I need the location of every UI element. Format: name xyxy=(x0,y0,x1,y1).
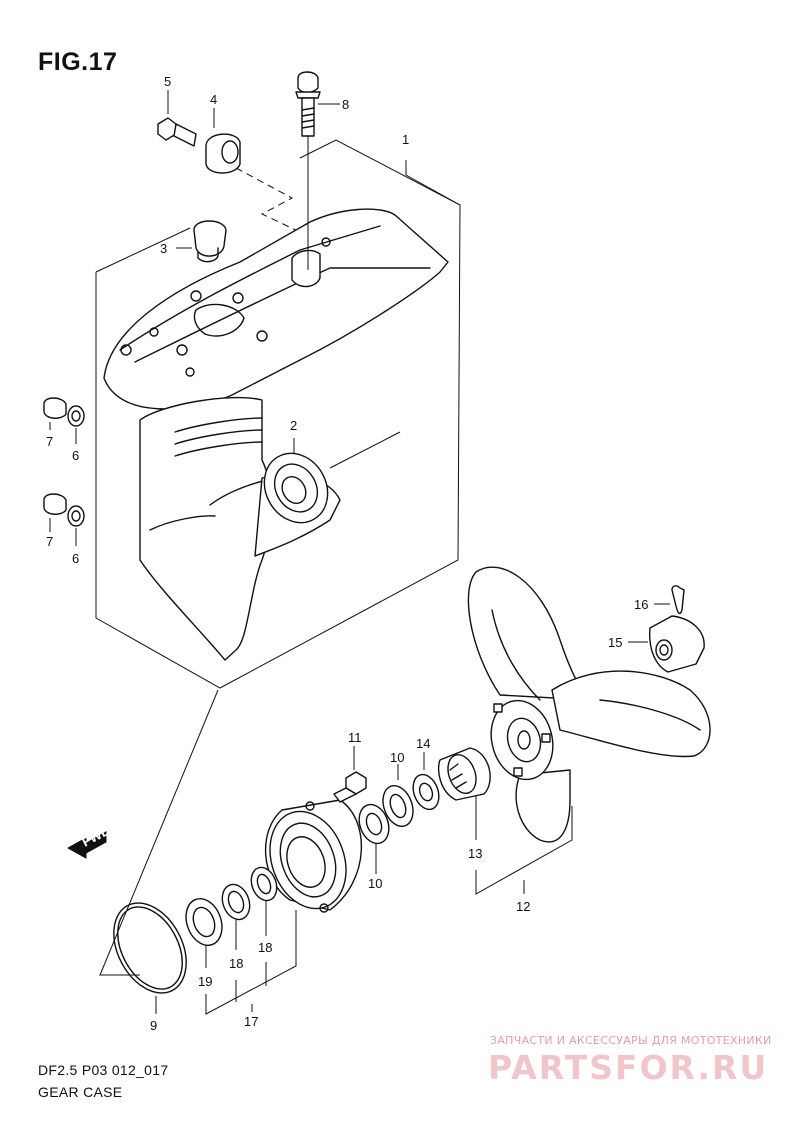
collar-part-4 xyxy=(205,108,241,174)
callout-6-lower: 6 xyxy=(72,551,79,566)
callout-17: 17 xyxy=(244,1014,258,1029)
callout-10-lower: 10 xyxy=(368,876,382,891)
callout-12: 12 xyxy=(516,899,530,914)
callout-7-lower: 7 xyxy=(46,534,53,549)
washer-part-10-lower xyxy=(358,803,390,874)
seal-stack xyxy=(185,866,297,1015)
callout-10-upper: 10 xyxy=(390,750,404,765)
drain-plug-upper xyxy=(43,397,85,444)
callout-16: 16 xyxy=(634,597,648,612)
spacer-part-14 xyxy=(412,752,440,811)
gear-case-housing xyxy=(95,139,461,689)
o-ring-part-9 xyxy=(99,689,219,1014)
bolt-part-5 xyxy=(157,90,197,147)
callout-11: 11 xyxy=(348,730,362,745)
callout-18-left: 18 xyxy=(229,956,243,971)
callout-19: 19 xyxy=(198,974,212,989)
figure-title: FIG.17 xyxy=(38,48,118,76)
bolt-part-8 xyxy=(295,71,340,270)
callout-9: 9 xyxy=(150,1018,157,1033)
callout-2: 2 xyxy=(290,418,297,433)
callout-6-upper: 6 xyxy=(72,448,79,463)
callout-15: 15 xyxy=(608,635,622,650)
callout-18-right: 18 xyxy=(258,940,272,955)
washer-part-10-upper xyxy=(382,764,414,828)
plug-part-3 xyxy=(176,220,227,263)
callout-7-upper: 7 xyxy=(46,434,53,449)
callout-5: 5 xyxy=(164,74,171,89)
bolt-part-11 xyxy=(333,746,367,803)
propeller-shaft-housing xyxy=(264,799,363,913)
callout-14: 14 xyxy=(416,736,430,751)
callout-13: 13 xyxy=(468,846,482,861)
callout-3: 3 xyxy=(160,241,167,256)
model-code: DF2.5 P03 012_017 xyxy=(38,1062,169,1078)
bushing-part-13 xyxy=(437,747,573,895)
nut-part-15 xyxy=(628,615,705,673)
cotter-pin-part-16 xyxy=(654,585,685,615)
callout-4: 4 xyxy=(210,92,217,107)
bearing-part-2 xyxy=(263,431,401,524)
callout-8: 8 xyxy=(342,97,349,112)
watermark-tagline: ЗАПЧАСТИ И АКСЕССУАРЫ ДЛЯ МОТОТЕХНИКИ xyxy=(490,1034,772,1047)
figure-caption: GEAR CASE xyxy=(38,1084,123,1100)
watermark-logo: PARTSFOR.RU xyxy=(488,1048,769,1087)
drain-plug-lower xyxy=(43,493,85,546)
callout-1: 1 xyxy=(402,132,409,147)
propeller-part-12 xyxy=(467,566,711,843)
forward-direction-badge: FWD xyxy=(66,823,113,859)
